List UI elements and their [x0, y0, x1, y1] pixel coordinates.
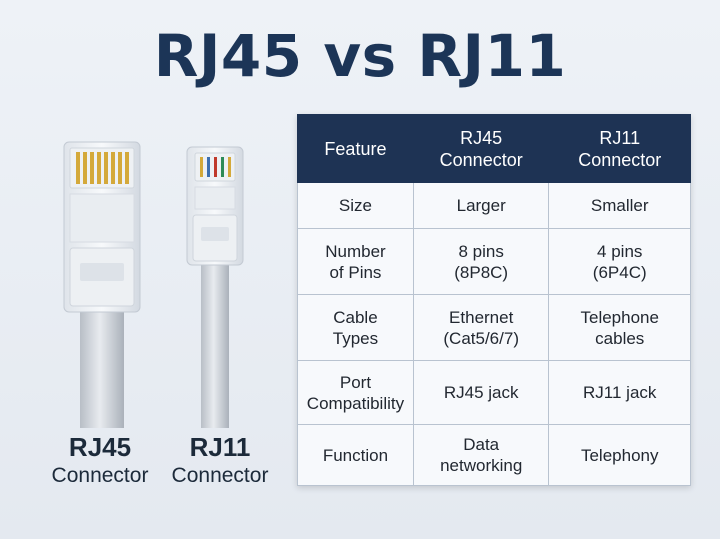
header-rj11: RJ11 Connector: [548, 114, 691, 183]
rj45-cell: Ethernet (Cat5/6/7): [412, 294, 550, 361]
comparison-table: Feature RJ45 Connector RJ11 Connector Si…: [297, 114, 691, 486]
rj45-cell: 8 pins (8P8C): [412, 228, 550, 295]
rj45-caption-sub: Connector: [51, 464, 149, 487]
rj11-caption: RJ11 Connector: [160, 432, 280, 490]
feature-cell: Port Compatibility: [297, 360, 414, 425]
cell-text: RJ11 jack: [583, 383, 657, 402]
rj11-caption-name: RJ11: [189, 432, 251, 462]
cell-text: Ethernet: [449, 307, 514, 327]
table-row: Number of Pins 8 pins (8P8C) 4 pins (6P4…: [297, 228, 691, 295]
header-text: Connector: [578, 149, 662, 170]
rj11-connector-image: [186, 146, 244, 428]
cell-text: Function: [322, 445, 389, 465]
header-text: RJ11: [599, 127, 641, 148]
table-row: Function Data networking Telephony: [297, 424, 691, 486]
rj45-cell: Data networking: [412, 424, 550, 486]
cell-text: 8 pins: [458, 241, 504, 261]
table-row: Size Larger Smaller: [297, 182, 691, 229]
cell-text: Size: [338, 196, 372, 215]
rj11-cell: RJ11 jack: [548, 360, 691, 425]
feature-cell: Cable Types: [297, 294, 414, 361]
rj45-caption: RJ45 Connector: [40, 432, 160, 490]
cell-text: Port: [339, 372, 372, 392]
table-row: Port Compatibility RJ45 jack RJ11 jack: [297, 360, 691, 425]
cell-text: RJ45 jack: [443, 383, 519, 402]
cell-text: Telephony: [580, 445, 659, 465]
feature-cell: Function: [297, 424, 414, 486]
header-text: Connector: [439, 149, 523, 170]
rj11-caption-sub: Connector: [171, 464, 269, 487]
rj11-cell: Telephone cables: [548, 294, 691, 361]
table-row: Cable Types Ethernet (Cat5/6/7) Telephon…: [297, 294, 691, 361]
cell-text: Larger: [456, 196, 506, 215]
rj45-cell: RJ45 jack: [412, 360, 550, 425]
cell-text: Smaller: [590, 196, 649, 215]
colored-contacts: [200, 157, 231, 177]
cell-text: cables: [595, 328, 645, 348]
rj45-caption-name: RJ45: [68, 432, 132, 462]
rj11-cell: Smaller: [548, 182, 691, 229]
feature-cell: Number of Pins: [297, 228, 414, 295]
rj45-cell: Larger: [412, 182, 550, 229]
cell-text: Types: [332, 328, 379, 348]
header-text: RJ45: [460, 127, 503, 148]
cell-text: Compatibility: [306, 393, 405, 413]
gold-contacts: [76, 152, 129, 184]
feature-cell: Size: [297, 182, 414, 229]
cell-text: of Pins: [329, 262, 382, 282]
cell-text: (6P4C): [592, 262, 647, 282]
cell-text: (Cat5/6/7): [443, 328, 519, 348]
header-rj45: RJ45 Connector: [412, 114, 550, 183]
cell-text: Number: [325, 241, 386, 261]
cell-text: Cable: [333, 307, 378, 327]
header-text: Feature: [324, 138, 387, 159]
cell-text: Telephone: [580, 307, 659, 327]
rj11-cell: 4 pins (6P4C): [548, 228, 691, 295]
table-header-row: Feature RJ45 Connector RJ11 Connector: [297, 114, 691, 183]
cell-text: Data: [463, 435, 500, 454]
cell-text: 4 pins: [597, 241, 643, 261]
cell-text: networking: [440, 456, 523, 475]
rj11-cell: Telephony: [548, 424, 691, 486]
header-feature: Feature: [297, 114, 414, 183]
rj45-connector-image: [63, 141, 141, 428]
page-title: RJ45 vs RJ11: [153, 22, 567, 90]
cell-text: (8P8C): [454, 262, 509, 282]
